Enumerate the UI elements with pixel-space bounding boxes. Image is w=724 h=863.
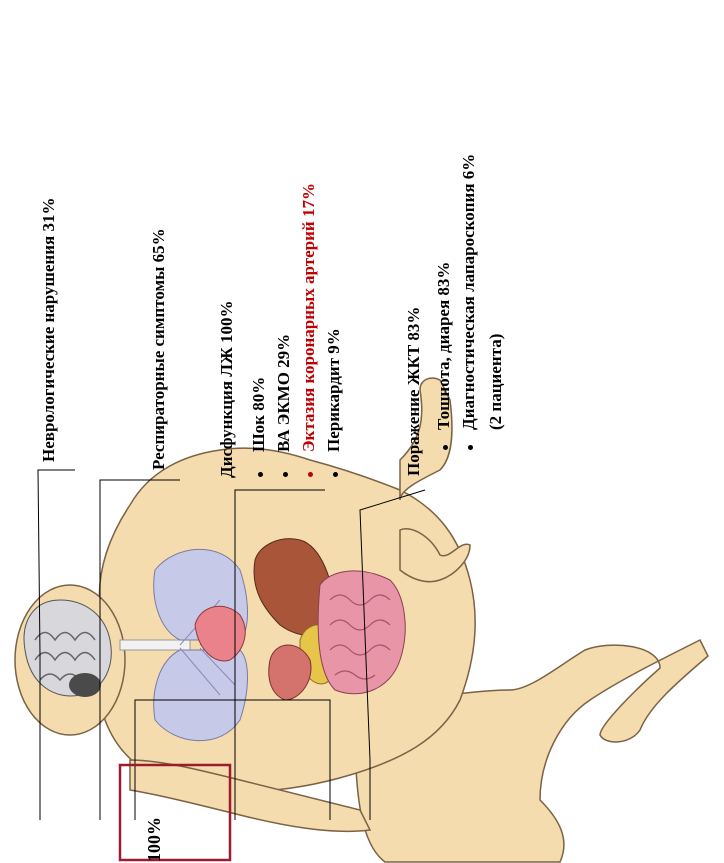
label-resp: Респираторные симптомы 65% xyxy=(150,228,167,470)
cerebellum xyxy=(69,673,101,697)
bullet xyxy=(308,472,313,477)
gi-item-1: Тошнота, диарея 83% xyxy=(435,262,452,430)
label-lv: Дисфункция ЛЖ 100% xyxy=(218,300,235,478)
bullet xyxy=(333,472,338,477)
box-text: 100% xyxy=(145,817,163,862)
label-neuro: Неврологические нарушения 31% xyxy=(40,198,57,462)
bullet xyxy=(283,472,288,477)
bullet xyxy=(468,445,473,450)
bullet xyxy=(258,472,263,477)
gi-item-2: Диагностическая лапароскопия 6% xyxy=(460,154,477,430)
lv-item-2: ВА ЭКМО 29% xyxy=(275,334,292,452)
bullet xyxy=(443,445,448,450)
lv-item-3: Эктазия коронарных артерий 17% xyxy=(300,183,317,452)
lv-item-4: Перикардит 9% xyxy=(325,328,342,452)
gi-note: (2 пациента) xyxy=(487,334,504,430)
intestines xyxy=(318,571,405,694)
trachea xyxy=(120,640,190,650)
lv-item-1: Шок 80% xyxy=(250,377,267,452)
label-gi: Поражение ЖКТ 83% xyxy=(405,307,422,476)
